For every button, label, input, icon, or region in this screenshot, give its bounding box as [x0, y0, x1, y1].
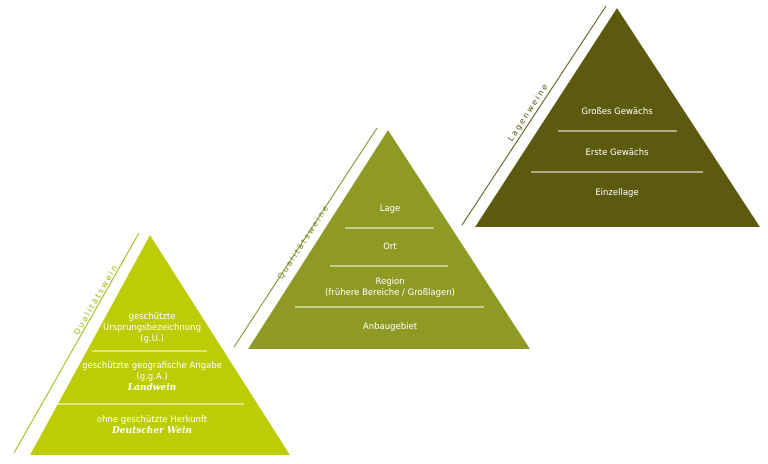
pyramid-2-level-4: Anbaugebiet — [362, 322, 418, 332]
pyramid-1-level-3: ohne geschützte Herkunft Deutscher Wein — [96, 415, 208, 436]
pyramid-3-level-1: Großes Gewächs — [581, 107, 653, 117]
pyramid-2-side-line — [233, 127, 378, 348]
pyramid-3-side-line — [461, 5, 607, 226]
pyramid-2-level-1: Lage — [379, 204, 401, 214]
pyramid-1-level-1: geschützte Ursprungsbezeichnung (g.U.) — [103, 312, 201, 344]
pyramid-2-level-2: Ort — [383, 242, 397, 252]
pyramid-2-level-3: Region (frühere Bereiche / Großlagen) — [325, 277, 455, 298]
pyramid-1-level-2: geschützte geografische Angabe (g.g.A.) … — [82, 361, 222, 393]
pyramid-3-level-3: Einzellage — [595, 188, 639, 198]
pyramid-3-level-2: Erste Gewächs — [585, 148, 649, 158]
pyramid-1 — [30, 235, 290, 455]
pyramid-2 — [248, 130, 530, 349]
pyramid-1-side-line — [13, 232, 140, 454]
